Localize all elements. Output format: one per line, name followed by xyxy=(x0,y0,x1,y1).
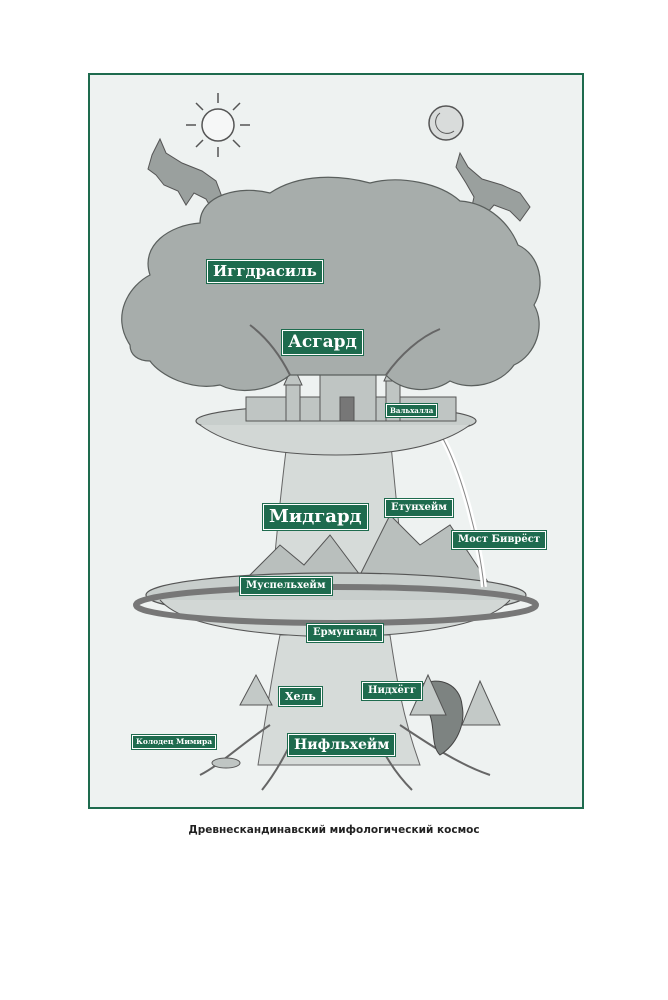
label-hel: Хель xyxy=(279,687,322,706)
label-valhalla: Вальхалла xyxy=(386,404,438,417)
label-mimir-well: Колодец Мимира xyxy=(132,735,217,749)
illustration-frame: Иггдрасиль Асгард Вальхалла Мидгард Етун… xyxy=(88,73,584,809)
midgard-mountains xyxy=(238,514,491,586)
mimir-well-icon xyxy=(211,757,241,769)
label-yggdrasil: Иггдрасиль xyxy=(207,260,323,283)
world-tree-illustration xyxy=(121,93,541,791)
jormungand-serpent xyxy=(133,584,539,626)
label-asgard: Асгард xyxy=(282,330,363,355)
sun-icon xyxy=(186,93,250,157)
tree-canopy xyxy=(121,176,541,392)
niflheim-rocks xyxy=(239,673,501,726)
label-bifrost: Мост Биврёст xyxy=(452,531,547,549)
figure-caption: Древнескандинавский мифологический космо… xyxy=(188,824,480,836)
label-niflheim: Нифльхейм xyxy=(288,734,396,756)
label-muspelheim: Муспельхейм xyxy=(240,577,332,595)
label-nidhogg: Нидхёгг xyxy=(362,682,423,700)
label-jormungand: Ермунганд xyxy=(307,624,383,642)
label-midgard: Мидгард xyxy=(263,504,368,530)
label-jotunheim: Етунхейм xyxy=(385,499,453,517)
moon-icon xyxy=(428,105,464,141)
